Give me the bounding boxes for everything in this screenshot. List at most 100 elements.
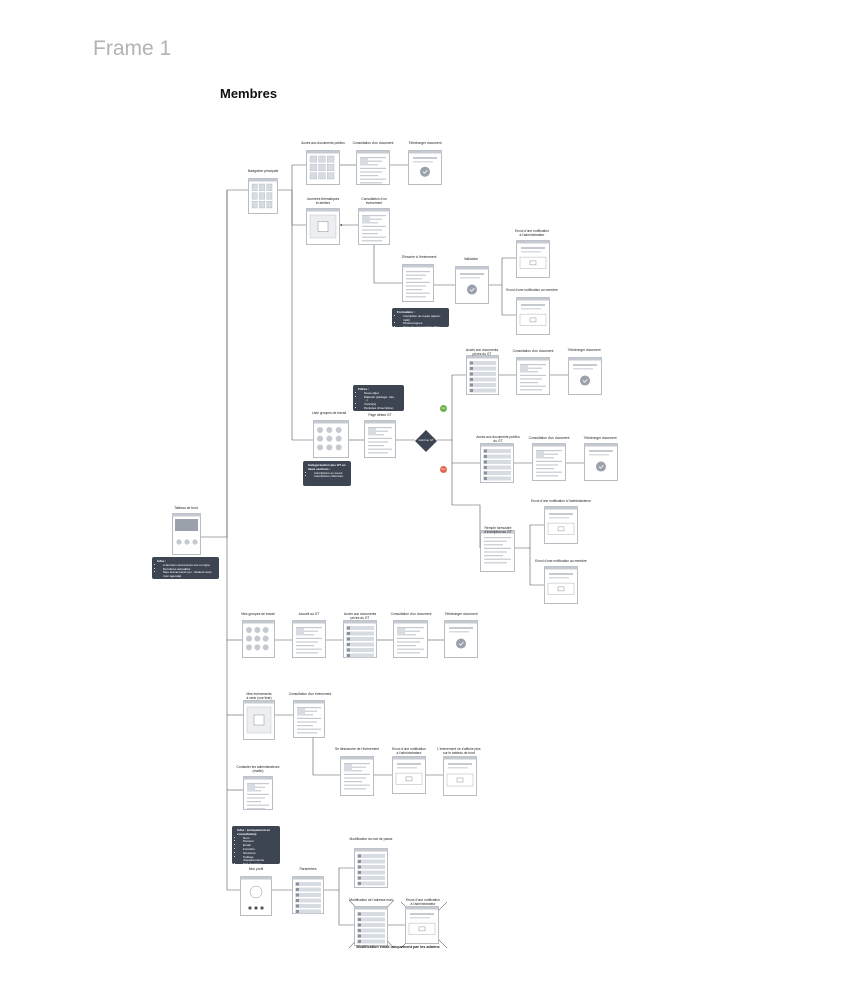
label-telecharger-doc-3: Télécharger document <box>583 436 617 440</box>
wireframe-screen <box>516 240 550 278</box>
wireframe-screen <box>480 530 515 572</box>
note-title: Filtres : <box>358 387 370 391</box>
label-consultation-doc-3: Consultation d'un document <box>528 436 570 440</box>
wireframe-screen <box>306 150 340 185</box>
label-consultation-doc: Consultation d'un document <box>352 141 394 145</box>
note-item: 2 derniers documents mis en ligne <box>163 563 214 568</box>
connector <box>278 164 306 191</box>
label-consultation-doc-4: Consultation d'un document <box>390 612 432 616</box>
wireframe-screen <box>480 443 514 483</box>
wireframe-screen <box>243 700 275 740</box>
note-item: Zone de commentaire libre <box>403 325 444 330</box>
label-envoi-admin-4: Envoi d'une notification à l'administrat… <box>406 898 440 906</box>
wireframe-screen <box>292 876 324 914</box>
label-mon-profil: Mon profil <box>248 867 264 871</box>
label-evenement-affiche: L'événement ne s'affiche plus sur le tab… <box>437 747 481 755</box>
label-modif-email: Modification de l'adresse mail <box>349 898 393 902</box>
label-acces-docs-publics: Accès aux documents publics <box>301 141 345 145</box>
label-liste-groupes: Liste groupes de travail <box>311 411 347 415</box>
label-page-defaut-gt: Page défaut GT <box>368 413 392 417</box>
connector <box>437 374 466 441</box>
label-envoi-membre-2: Envoi d'une notification au membre <box>535 559 587 563</box>
note-item: Matériel (pédago, tuto, ...) <box>364 395 399 404</box>
note-item: Vivant(s) <box>364 402 399 407</box>
wireframe-screen <box>240 876 272 916</box>
wireframe-screen <box>358 208 390 245</box>
wireframe-screen <box>340 756 374 796</box>
wireframe-screen <box>466 355 499 395</box>
label-envoi-admin-1: Envoi d'une notification à l'administrat… <box>515 229 549 237</box>
connector <box>338 890 354 926</box>
note-item: Email <box>243 843 275 848</box>
connector <box>291 190 306 226</box>
connector <box>312 735 340 776</box>
note-item: Collège d'appartenance <box>243 855 275 864</box>
note-title: Infos : <box>157 559 167 563</box>
label-journees: Journées thématiques et ateliers <box>306 197 340 205</box>
label-modif-mdp: Modification du mot de passe <box>349 837 393 841</box>
wireframe-screen <box>313 420 349 458</box>
decision-yes: Oui <box>440 405 447 412</box>
frame-label: Frame 1 <box>93 37 172 60</box>
wireframe-screen <box>306 208 340 245</box>
wireframe-screen <box>354 906 388 946</box>
label-telecharger-doc-4: Télécharger document <box>444 612 478 616</box>
connector <box>501 285 516 316</box>
note-categorisation: Catégorisation des GT en deux sections :… <box>303 461 351 486</box>
note-profil-infos: Infos : (uniquement en consultation)NomP… <box>232 826 280 866</box>
wireframe-screen <box>516 297 550 335</box>
label-telecharger-doc: Télécharger document <box>408 141 442 145</box>
label-parametres: Paramètres <box>299 867 317 871</box>
wireframe-screen <box>248 178 278 214</box>
wireframe-screen <box>444 620 478 658</box>
label-envoi-admin-3: Envoi d'une notification à l'administrat… <box>392 747 426 755</box>
note-item: Mes évènements (ex : Ateliers avec mon a… <box>163 571 214 579</box>
label-acces-docs-prives-1: Accès aux documents privés du GT <box>465 348 499 356</box>
label-desinscrire: Se désinscrire de l'événement <box>334 747 380 751</box>
note-title: Catégorisation des GT en deux sections : <box>308 463 346 471</box>
wireframe-screen <box>455 266 489 304</box>
note-item: Fonction <box>243 847 275 852</box>
label-inscrire: S'inscrire à l'événement <box>401 255 437 259</box>
decision-diamond <box>415 430 437 452</box>
wireframe-screen <box>293 700 325 738</box>
wireframe-screen <box>408 150 442 185</box>
note-title: Infos : (uniquement en consultation) <box>237 828 271 836</box>
note-item: Inscriptions en cours <box>314 471 346 476</box>
label-envoi-admin-2: Envoi d'une notification à l'administrat… <box>531 499 591 503</box>
label-accueil-gt: Accueil au GT <box>298 612 320 616</box>
wireframe-screen <box>242 620 275 658</box>
note-item: Inscription au repas (après-midi) <box>403 314 444 323</box>
label-remplir-formulaire: Remplir formulaire d'inscription au GT <box>484 526 512 534</box>
connector <box>451 440 481 548</box>
label-mes-groupes: Mes groupes de travail <box>241 612 275 616</box>
note-tableau-infos: Infos :2 derniers documents mis en ligne… <box>152 557 219 579</box>
wireframe-screen <box>544 506 578 544</box>
note-item: Photos/vignes <box>403 322 444 326</box>
wireframe-screen <box>354 848 388 888</box>
label-telecharger-doc-2: Télécharger document <box>567 348 601 352</box>
note-gt-filtres: Filtres :Sous-objetMatériel (pédago, tut… <box>353 385 404 411</box>
wireframe-screen <box>584 443 618 481</box>
wireframe-screen <box>356 150 390 185</box>
label-consultation-evenement-2: Consultation d'un événement <box>288 692 332 696</box>
note-item: Structure <box>243 851 275 856</box>
wireframe-screen <box>544 566 578 604</box>
wireframe-screen <box>292 620 326 658</box>
note-item: Dernières actualités <box>163 567 214 572</box>
connector <box>529 548 544 586</box>
wireframe-screen <box>405 906 439 944</box>
wireframe-screen <box>393 620 428 658</box>
connector <box>291 190 313 441</box>
label-acces-docs-prives-2: Accès aux documents privés du GT <box>343 612 377 620</box>
wireframe-screen <box>243 776 273 810</box>
connector <box>489 257 516 286</box>
label-tableau-bord: Tableau de bord <box>174 506 198 510</box>
wireframe-screen <box>516 357 550 395</box>
wireframe-screen <box>443 756 477 796</box>
note-formulaire: Formulaire :Inscription au repas (après-… <box>392 308 449 330</box>
wireframe-screen <box>392 756 426 794</box>
connector <box>201 189 248 538</box>
label-modif-email-note: Modification email uniquement par les ad… <box>356 945 440 949</box>
